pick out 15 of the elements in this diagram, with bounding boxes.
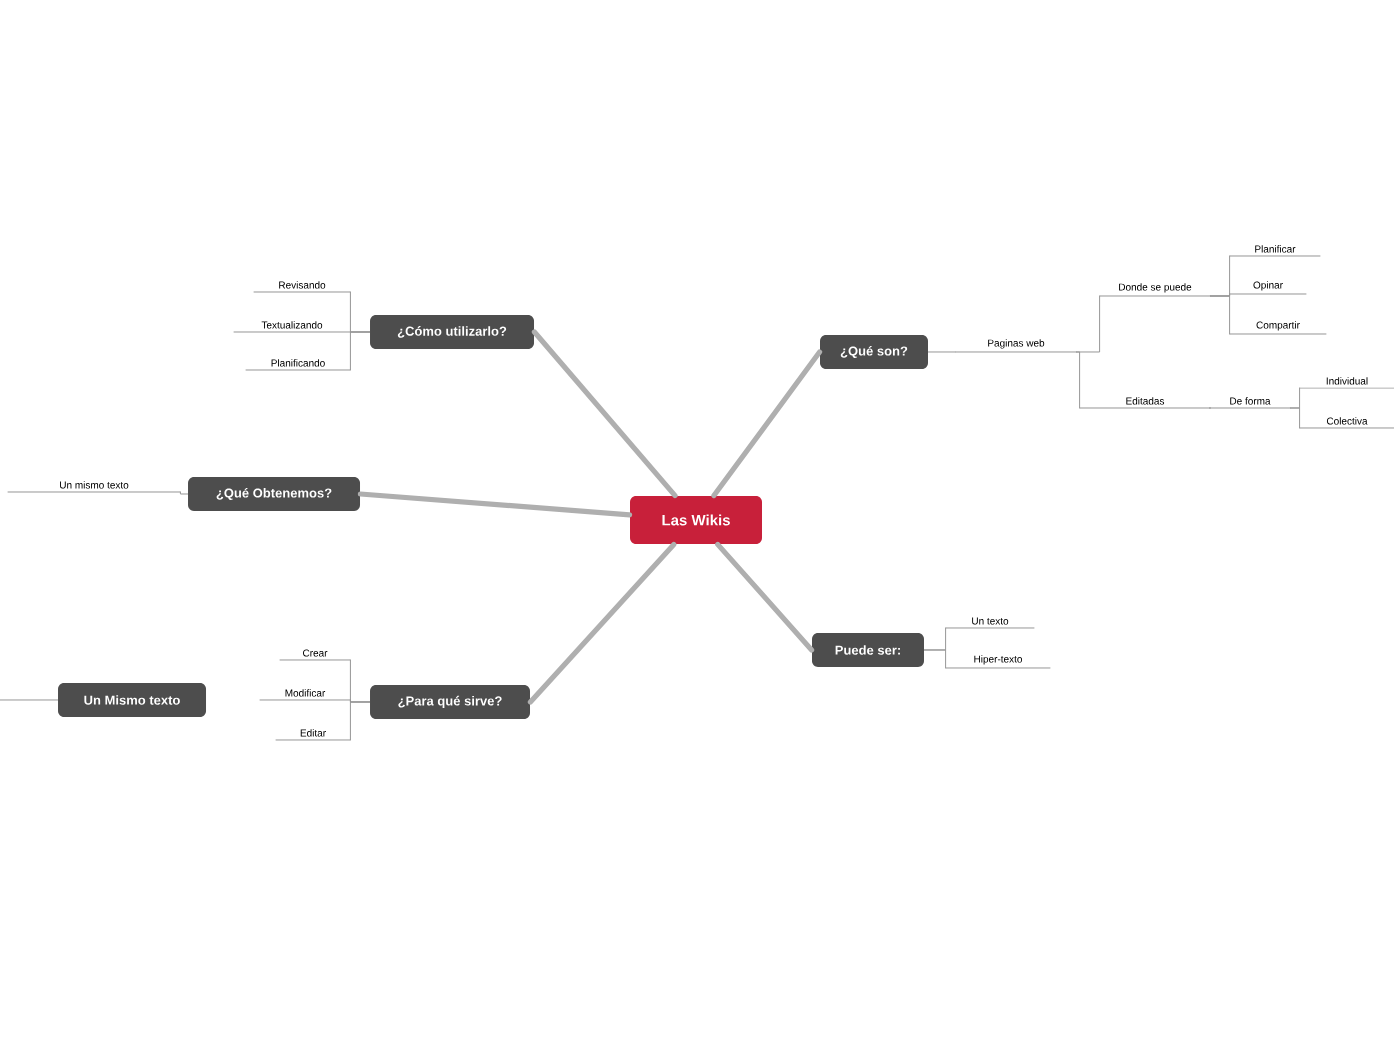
connector-line <box>1289 407 1301 429</box>
connector-line <box>715 541 815 653</box>
connector-line <box>527 541 677 705</box>
connector-line <box>1075 295 1101 353</box>
connector-line <box>711 349 823 499</box>
connector-line <box>1075 351 1081 409</box>
connector-line <box>923 649 947 669</box>
connector-line <box>349 331 371 371</box>
connector-line <box>357 491 633 518</box>
connector-line <box>0 699 59 701</box>
connector-line <box>531 329 678 499</box>
connector-line <box>1209 295 1231 335</box>
connector-line <box>349 701 371 741</box>
connector-line <box>927 351 957 353</box>
connector-line <box>179 491 189 495</box>
